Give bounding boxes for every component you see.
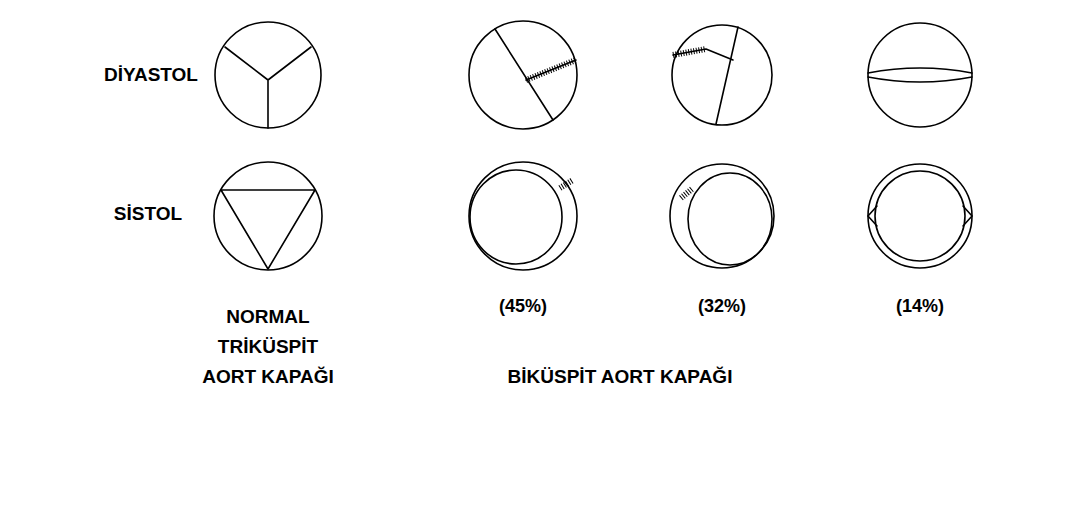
valve-ring [868, 164, 972, 268]
phase-label: DİYASTOL [104, 60, 198, 90]
raphe-line [673, 49, 733, 60]
valve-ring [214, 162, 322, 270]
raphe-hatch [673, 49, 706, 55]
valve-ring [670, 164, 774, 268]
percentage-label: (32%) [698, 291, 746, 321]
valve-commissure [868, 206, 972, 226]
phase-label: SİSTOL [114, 199, 182, 229]
valve-ring [672, 25, 772, 125]
raphe-line [526, 60, 576, 80]
valve-type-label: BİKÜSPİT AORT KAPAĞI [508, 362, 733, 392]
valve-opening [875, 171, 965, 261]
valve-commissures [225, 47, 311, 128]
valve-ring [868, 23, 972, 127]
raphe-hatch [526, 60, 576, 80]
valve-ring [469, 162, 577, 270]
valve-ring [215, 22, 321, 128]
valve-commissure [868, 68, 972, 82]
valve-opening [221, 190, 315, 269]
percentage-label: (45%) [499, 291, 547, 321]
raphe-hatch [681, 189, 692, 198]
raphe-hatch [560, 180, 573, 188]
valve-ring [469, 21, 577, 129]
valve-type-label: NORMAL TRİKÜSPİT AORT KAPAĞI [196, 302, 341, 392]
valve-opening [470, 170, 562, 264]
percentage-label: (14%) [896, 291, 944, 321]
valve-commissure [716, 27, 738, 124]
valve-opening [688, 173, 772, 265]
